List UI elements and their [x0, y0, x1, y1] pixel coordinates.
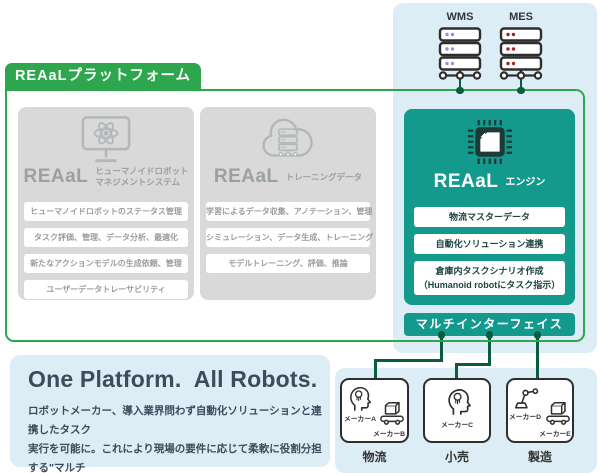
humanoid-head-icon [448, 389, 471, 415]
industry-box-retail: メーカーC [423, 378, 491, 443]
mes-connector-line [519, 72, 523, 90]
card-engine: REAaL エンジン 物流マスターデータ 自動化ソリューション連携 倉庫内タスク… [404, 109, 575, 305]
industry-label-manufacturing: 製造 [527, 450, 552, 464]
connector-line [440, 335, 443, 362]
maker-label: メーカーD [508, 414, 542, 421]
card-subtitle: ヒューマノイドロボット マネジメントシステム [95, 166, 189, 187]
connector-line [488, 335, 491, 366]
multi-interface-bar: マルチインターフェイス [404, 313, 575, 336]
connector-line [374, 359, 377, 379]
tagline-body: ロボットメーカー、導入業界問わず自動化ソリューションと連携したタスク 実行を可能… [28, 405, 322, 473]
robot-arm-icon [514, 388, 539, 409]
feature-item: ユーザーデータトレーサビリティ [24, 280, 188, 299]
feature-list: ヒューマノイドロボットのステータス管理 タスク評価、管理、データ分析、最適化 新… [24, 195, 188, 299]
cloud-server-icon [262, 118, 313, 157]
mes-label: MES [509, 11, 533, 23]
server-stack-icon [438, 27, 482, 80]
card-title: REAaL [23, 166, 89, 187]
agv-robot-icon [546, 402, 570, 425]
server-stack-icon [499, 27, 543, 80]
card-title: REAaL [213, 166, 279, 187]
mes-system: MES [497, 10, 545, 82]
wms-connector-line [458, 72, 462, 90]
interface-dot [533, 331, 542, 339]
card-subtitle: トレーニングデータ [285, 171, 363, 182]
feature-item: 学習によるデータ収集、アノテーション、管理 [206, 202, 372, 221]
tagline-panel [10, 355, 330, 467]
wms-connector-dot [456, 86, 464, 95]
connector-line [374, 359, 443, 362]
card-subtitle: エンジン [505, 176, 546, 188]
agv-robot-icon [380, 402, 404, 425]
wms-label: WMS [446, 11, 474, 23]
feature-item: ヒューマノイドロボットのステータス管理 [24, 202, 188, 221]
connector-line [455, 363, 491, 366]
interface-dot [437, 331, 446, 339]
maker-label: メーカーC [440, 422, 474, 429]
feature-item: タスク評価、管理、データ分析、最適化 [24, 228, 188, 247]
feature-item: シミュレーション、データ生成、トレーニング [206, 228, 373, 247]
industry-box-logistics: メーカーA メーカーB [340, 378, 409, 443]
industry-label-retail: 小売 [444, 450, 469, 464]
feature-item: モデルトレーニング、評価、推論 [206, 254, 370, 273]
interface-dot [485, 331, 494, 339]
connector-line [536, 335, 539, 379]
connector-line [455, 363, 458, 379]
industry-box-manufacturing: メーカーD メーカーE [506, 378, 574, 443]
maker-label: メーカーB [372, 431, 406, 438]
mes-connector-dot [517, 86, 525, 95]
maker-label: メーカーE [539, 431, 571, 438]
feature-item: 倉庫内タスクシナリオ作成 （Humanoid robotにタスク指示） [414, 261, 565, 295]
card-management-system: REAaL ヒューマノイドロボット マネジメントシステム ヒューマノイドロボット… [18, 107, 194, 300]
card-title: REAaL [433, 171, 499, 192]
monitor-atom-icon [81, 116, 131, 163]
platform-tab: REAaLプラットフォーム [5, 63, 201, 90]
feature-item: 物流マスターデータ [414, 207, 565, 227]
maker-label: メーカーA [343, 416, 377, 423]
chip-icon [467, 119, 512, 165]
feature-item: 自動化ソリューション連携 [414, 234, 565, 254]
feature-list: 学習によるデータ収集、アノテーション、管理 シミュレーション、データ生成、トレー… [206, 195, 373, 273]
wms-system: WMS [436, 10, 484, 82]
humanoid-head-icon [350, 386, 372, 411]
card-training-data: REAaL トレーニングデータ 学習によるデータ収集、アノテーション、管理 シミ… [200, 107, 376, 300]
feature-list: 物流マスターデータ 自動化ソリューション連携 倉庫内タスクシナリオ作成 （Hum… [414, 200, 565, 295]
industry-label-logistics: 物流 [362, 450, 387, 464]
feature-item: 新たなアクションモデルの生成依頼、管理 [24, 254, 188, 273]
tagline-heading: One Platform. All Robots. [28, 366, 318, 392]
